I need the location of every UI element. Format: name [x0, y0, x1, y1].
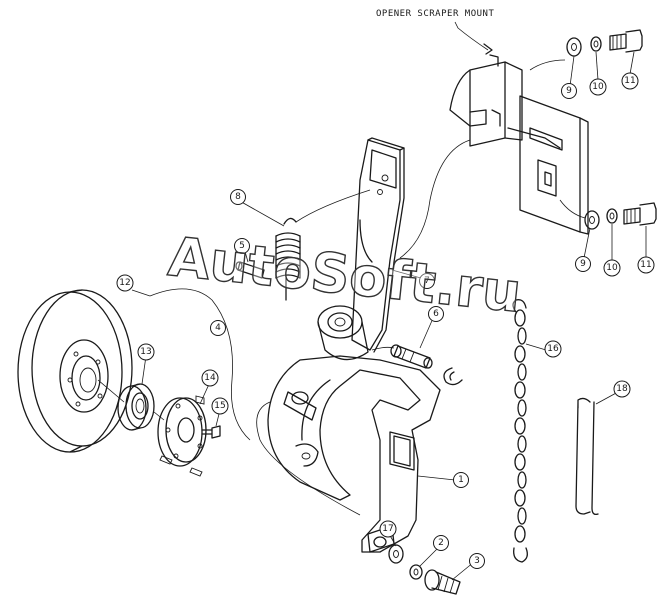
callout-7-label: 7 — [424, 276, 430, 286]
opener-disc — [17, 289, 133, 453]
callout-1-label: 1 — [458, 475, 464, 485]
wheel-bolt — [201, 425, 221, 439]
lock-washer-blade — [409, 564, 423, 580]
callout-14: 14 — [201, 369, 219, 387]
callout-10-top: 10 — [589, 78, 607, 96]
callout-9-bottom: 9 — [575, 256, 591, 272]
callout-14-label: 14 — [204, 373, 216, 383]
callout-10-top-label: 10 — [592, 82, 604, 92]
lock-washer-top — [590, 36, 602, 52]
callout-6-label: 6 — [433, 309, 439, 319]
callout-5: 5 — [234, 238, 250, 254]
caption-leader — [454, 21, 489, 51]
callout-9-top: 9 — [561, 83, 577, 99]
pin-leader — [371, 346, 395, 351]
callout-4: 4 — [210, 320, 226, 336]
callout-8-label: 8 — [235, 192, 241, 202]
callout-7: 7 — [419, 273, 435, 289]
disc-leader — [131, 289, 151, 297]
callout-16: 16 — [544, 340, 562, 358]
callout-15: 15 — [211, 397, 229, 415]
flat-washer-top — [566, 37, 582, 57]
callout-leaders — [141, 51, 647, 581]
callout-17: 17 — [379, 520, 397, 538]
flat-washer-blade — [388, 544, 404, 564]
callout-2: 2 — [433, 535, 449, 551]
scraper-blade — [267, 355, 441, 553]
pivot-pin — [390, 344, 433, 369]
callout-1: 1 — [453, 472, 469, 488]
retaining-clip — [443, 367, 463, 386]
callout-4-label: 4 — [215, 323, 221, 333]
washer-leader-bottom — [559, 199, 586, 219]
stud-b — [189, 467, 203, 477]
tension-spring — [275, 217, 301, 301]
hub-bearing — [117, 383, 155, 431]
callout-9-bottom-label: 9 — [580, 259, 586, 269]
callout-3: 3 — [469, 553, 485, 569]
callout-5-label: 5 — [239, 241, 245, 251]
callout-11-bottom-label: 11 — [640, 260, 651, 270]
hex-bolt-bottom — [623, 202, 657, 226]
callout-3-label: 3 — [474, 556, 480, 566]
callout-15-label: 15 — [214, 401, 225, 411]
scraper-mount-plate — [507, 95, 589, 235]
carriage-bolt — [424, 569, 461, 595]
callout-8: 8 — [230, 189, 246, 205]
stud-a — [159, 455, 173, 465]
callout-17-label: 17 — [382, 524, 393, 534]
lock-washer-bottom — [606, 208, 618, 224]
callout-11-top: 11 — [621, 72, 639, 90]
callout-9-top-label: 9 — [566, 86, 572, 96]
drag-chain — [512, 299, 528, 563]
hex-bolt-top — [609, 29, 643, 53]
callout-18: 18 — [613, 380, 631, 398]
s-hook-rod — [575, 397, 599, 516]
callout-12: 12 — [116, 274, 134, 292]
callout-11-top-label: 11 — [624, 76, 635, 86]
hub-flange — [157, 397, 207, 467]
caption-arrow — [483, 43, 493, 55]
callout-16-label: 16 — [547, 344, 559, 354]
scraper-arm — [351, 137, 405, 353]
callout-11-bottom: 11 — [637, 256, 655, 274]
spring-leader — [295, 189, 371, 223]
callout-10-bottom: 10 — [603, 259, 621, 277]
callout-18-label: 18 — [616, 384, 628, 394]
washer-leader-top — [529, 59, 566, 71]
callout-6: 6 — [428, 306, 444, 322]
pivot-hub — [317, 305, 369, 361]
callout-10-bottom-label: 10 — [606, 263, 618, 273]
flat-washer-bottom — [584, 210, 600, 230]
mount-leader-line — [399, 139, 471, 259]
callout-12-label: 12 — [119, 278, 130, 288]
stud-c — [195, 395, 205, 405]
shaft-leader — [149, 288, 251, 441]
scraper-mount-bracket — [449, 54, 523, 147]
disc-axis-leader — [256, 401, 361, 516]
callout-2-label: 2 — [438, 538, 444, 548]
spring-pin — [235, 261, 265, 279]
callout-13: 13 — [137, 343, 155, 361]
bearing-axis-line — [153, 411, 165, 421]
callout-13-label: 13 — [140, 347, 151, 357]
diagram-caption: OPENER SCRAPER MOUNT — [376, 9, 494, 19]
